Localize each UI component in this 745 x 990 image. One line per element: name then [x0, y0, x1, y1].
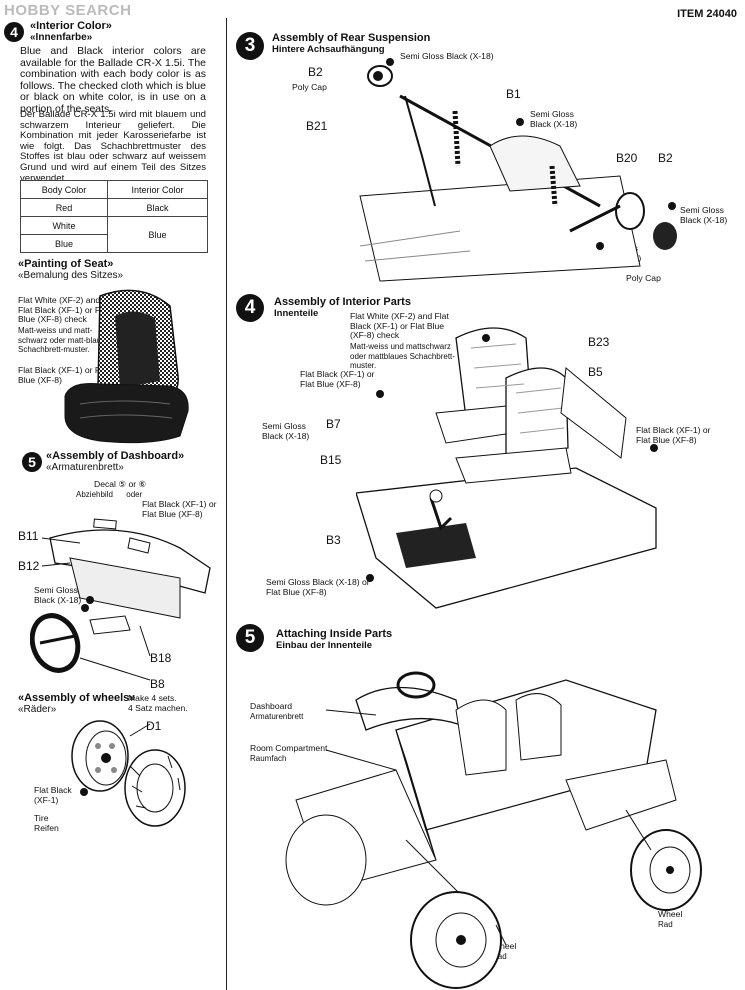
rear-suspension-illustration	[359, 58, 677, 282]
step-badge: 4	[4, 22, 24, 42]
part-b20: B20	[616, 151, 638, 165]
inside-parts-illustration	[285, 671, 702, 989]
interior-check-label: Flat White (XF-2) and Flat Black (XF-1) …	[350, 311, 449, 341]
inside-parts-title: Attaching Inside Parts	[276, 628, 393, 640]
part-b23: B23	[588, 335, 610, 349]
table-cell: Black	[106, 198, 209, 217]
column-divider	[226, 18, 227, 990]
table-cell: Blue	[106, 216, 209, 253]
interior-color-text-de: Der Ballade CR-X 1.5i wird mit blauem un…	[20, 109, 206, 184]
interior-color-title: «Interior Color»	[30, 20, 112, 32]
table-cell: Red	[20, 198, 108, 217]
wheel-illustration	[71, 720, 186, 827]
step-badge: 5	[22, 452, 42, 472]
inside-parts-subtitle: Einbau der Innenteile	[276, 640, 373, 651]
interior-sg2-label: Semi Gloss Black (X-18) or Flat Blue (XF…	[266, 577, 370, 597]
wheel1-label-de: Rad	[658, 920, 673, 929]
room-label: Room Compartment	[250, 743, 328, 753]
interior-sg-label: Semi Gloss Black (X-18)	[262, 421, 310, 441]
dashboard-illustration	[30, 518, 211, 681]
table-cell: White	[20, 216, 108, 235]
dashboard-label: Dashboard	[250, 701, 293, 711]
interior-parts-illustration	[356, 327, 658, 609]
painting-seat-subtitle: «Bemalung des Sitzes»	[18, 270, 124, 281]
wheels-title: «Assembly of wheels»	[18, 692, 136, 704]
tire-label-de: Reifen	[34, 823, 59, 833]
rear-sg3-label: Semi Gloss Black (X-18)	[680, 205, 728, 225]
seat-illustration	[64, 289, 189, 444]
painting-seat-title: «Painting of Seat»	[18, 258, 114, 270]
wheel2-label: Wheel	[492, 941, 517, 951]
rear-susp-subtitle: Hintere Achsaufhängung	[272, 44, 385, 55]
table-header: Body Color	[20, 180, 108, 199]
seat-check-label: Flat White (XF-2) and Flat Black (XF-1) …	[18, 295, 110, 325]
part-b18: B18	[150, 651, 172, 665]
interior-check-label-de: Matt-weiss und mattschwarz oder mattblau…	[350, 342, 455, 371]
rear-susp-title: Assembly of Rear Suspension	[272, 32, 431, 44]
part-b12: B12	[18, 559, 40, 573]
part-b5: B5	[588, 365, 603, 379]
wheels-note: Make 4 sets.	[128, 693, 177, 703]
part-b3: B3	[326, 533, 341, 547]
part-b2: B2	[308, 65, 323, 79]
part-b8: B8	[150, 677, 165, 691]
dashboard-paint-label: Flat Black (XF-1) or Flat Blue (XF-8)	[142, 499, 217, 519]
part-b21: B21	[306, 119, 328, 133]
wheel1-label: Wheel	[658, 909, 683, 919]
dashboard-title: «Assembly of Dashboard»	[46, 450, 185, 462]
dashboard-label-de: Armaturenbrett	[250, 712, 304, 721]
room-label-de: Raumfach	[250, 754, 287, 763]
interior-parts-title: Assembly of Interior Parts	[274, 296, 411, 308]
step-badge: 3	[236, 32, 264, 60]
rear-sg2-label: Semi Gloss Black (X-18)	[530, 109, 578, 129]
interior-color-subtitle: «Innenfarbe»	[30, 32, 93, 43]
part-b15: B15	[320, 453, 342, 467]
rear-sg1-label: Semi Gloss Black (X-18)	[400, 51, 494, 61]
watermark-logo: HOBBY SEARCH	[4, 2, 132, 19]
interior-fb2-label: Flat Black (XF-1) or Flat Blue (XF-8)	[636, 425, 711, 445]
part-b2b: B2	[658, 151, 673, 165]
part-b11: B11	[18, 529, 39, 543]
interior-parts-subtitle: Innenteile	[274, 308, 319, 319]
interior-color-text-en: Blue and Black interior colors are avail…	[20, 45, 206, 115]
part-d1: D1	[146, 719, 162, 733]
seat-check-label-de: Matt-weiss und matt-schwarz oder matt-bl…	[18, 326, 110, 355]
table-header: Interior Color	[106, 180, 209, 199]
wheels-subtitle: «Räder»	[18, 704, 57, 715]
dashboard-gloss-label: Semi Gloss Black (X-18)	[34, 585, 82, 605]
polycap2-label: Poly Cap	[626, 273, 661, 283]
interior-fb1-label: Flat Black (XF-1) or Flat Blue (XF-8)	[300, 369, 375, 389]
step-badge: 4	[236, 294, 264, 322]
wheel-paint-label: Flat Black (XF-1)	[34, 785, 72, 805]
wheels-note-de: 4 Satz machen.	[128, 703, 188, 713]
part-b1: B1	[506, 87, 521, 101]
table-cell: Blue	[20, 234, 108, 253]
tire-label: Tire	[34, 813, 49, 823]
item-code: ITEM 24040	[677, 8, 737, 20]
color-table: Body Color Interior Color Red Black Whit…	[20, 180, 209, 253]
part-b7: B7	[326, 417, 341, 431]
dashboard-subtitle: «Armaturenbrett»	[46, 462, 124, 473]
decal-label-de: Abziehbild oder	[76, 490, 143, 499]
step-badge: 5	[236, 624, 264, 652]
polycap-label: Poly Cap	[292, 82, 327, 92]
decal-label: Decal ⑤ or ⑥	[94, 479, 147, 489]
seat-black-label: Flat Black (XF-1) or Flat Blue (XF-8)	[18, 365, 110, 385]
